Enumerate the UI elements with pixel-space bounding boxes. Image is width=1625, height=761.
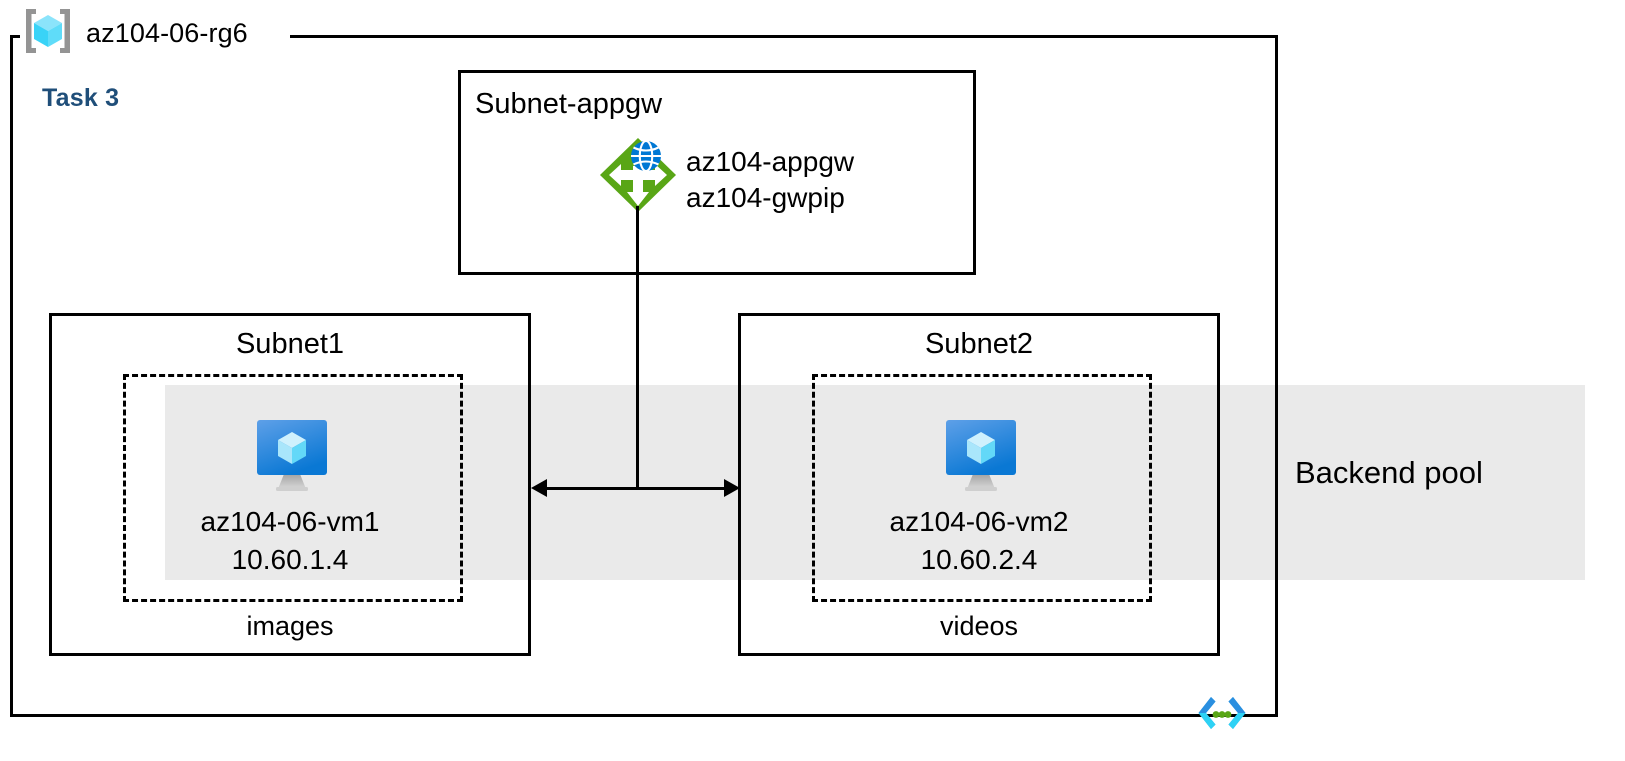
connector-arrowhead-left: [531, 479, 547, 497]
virtual-machine-icon-vm2: [937, 416, 1025, 494]
resource-group-border-top-left: [10, 35, 20, 38]
backend-pool-label: Backend pool: [1295, 455, 1483, 490]
connector-arrowhead-right: [724, 479, 740, 497]
subnet2-vm-ip: 10.60.2.4: [920, 544, 1038, 575]
appgw-resource-name-1: az104-appgw: [686, 146, 855, 177]
subnet2-vm-name: az104-06-vm2: [889, 506, 1069, 537]
subnet1-vm-ip: 10.60.1.4: [231, 544, 349, 575]
subnet2-title: Subnet2: [924, 328, 1034, 360]
resource-group-border-bottom: [10, 714, 1278, 717]
resource-group-border-top-right: [290, 35, 1278, 38]
subnet1-dashed-scope: [123, 374, 463, 602]
task-heading: Task 3: [42, 84, 120, 112]
subnet2-dashed-scope: [812, 374, 1152, 602]
connector-vertical-appgw: [636, 206, 639, 488]
connector-horizontal-left: [545, 487, 638, 490]
code-brackets-icon: [1196, 696, 1248, 730]
subnet1-title: Subnet1: [235, 328, 345, 360]
connector-horizontal-right: [636, 487, 726, 490]
subnet1-footer-label: images: [246, 611, 334, 641]
backend-pool-band: [165, 385, 1585, 580]
subnet2-footer-label: videos: [939, 611, 1019, 641]
resource-group-label: az104-06-rg6: [86, 18, 248, 48]
application-gateway-icon: [597, 136, 679, 214]
subnet-appgw-box: Subnet-appgw: [458, 70, 976, 275]
resource-group-border-right: [1275, 35, 1278, 717]
resource-group-cube-icon: [22, 6, 74, 56]
subnet-appgw-title: Subnet-appgw: [475, 88, 663, 120]
subnet2-box: Subnet2: [738, 313, 1220, 656]
appgw-resource-name-2: az104-gwpip: [686, 182, 845, 214]
subnet1-box: Subnet1: [49, 313, 531, 656]
subnet1-vm-name: az104-06-vm1: [200, 506, 380, 537]
resource-group-border-left: [10, 35, 13, 717]
appgw-resource-names: az104-appgw az104-gwpip: [686, 144, 854, 217]
virtual-machine-icon-vm1: [248, 416, 336, 494]
